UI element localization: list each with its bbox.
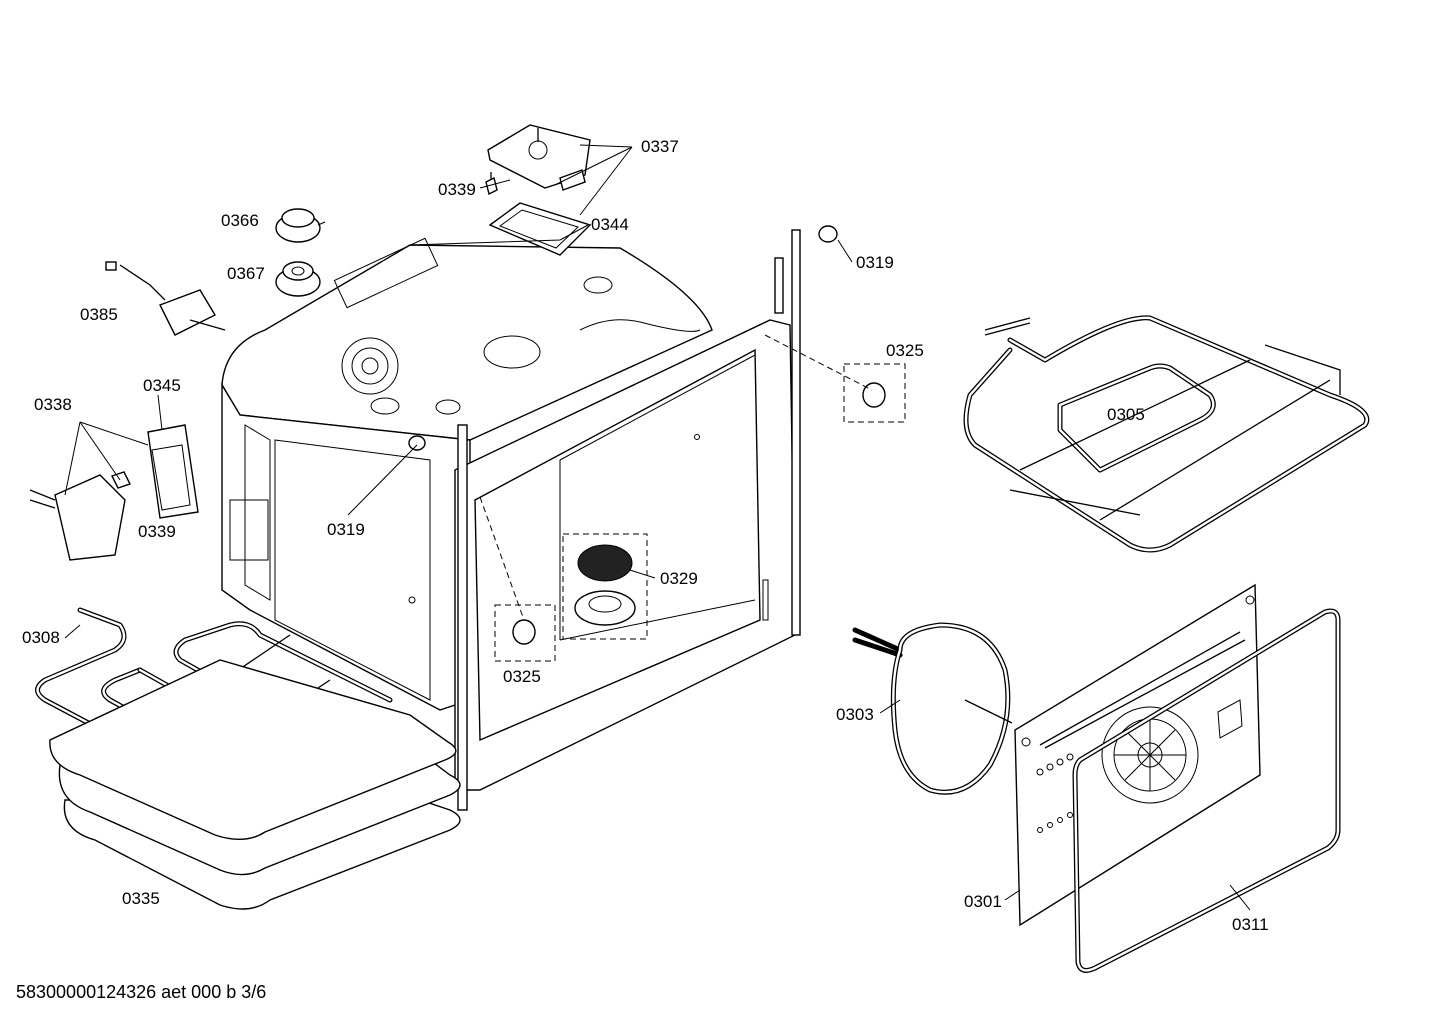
part-0345-lamp-cover <box>147 424 199 519</box>
part-0303-circular-heating-element <box>852 622 1013 795</box>
part-0301-back-panel <box>1014 583 1261 927</box>
part-0366-knob <box>275 208 321 243</box>
label-0338: 0338 <box>34 395 72 414</box>
label-0366: 0366 <box>221 211 259 230</box>
part-0367-knob <box>275 261 321 297</box>
label-0308: 0308 <box>22 628 60 647</box>
label-0367: 0367 <box>227 264 265 283</box>
part-0311-door-seal <box>1072 608 1341 973</box>
label-0344: 0344 <box>591 215 629 234</box>
document-reference: 58300000124326 aet 000 b 3/6 <box>16 982 266 1002</box>
label-0339-left: 0339 <box>138 522 176 541</box>
part-0337-motor-bracket <box>487 124 591 191</box>
part-0305-top-heating-element <box>963 315 1370 553</box>
part-0335-insulation-mat <box>49 659 461 910</box>
part-0338-thermostat <box>29 474 126 561</box>
part-0385-switch <box>105 261 226 336</box>
label-0319-mid: 0319 <box>327 520 365 539</box>
label-0329: 0329 <box>660 569 698 588</box>
label-0305: 0305 <box>1107 405 1145 424</box>
label-0339-top: 0339 <box>438 180 476 199</box>
label-0325-right: 0325 <box>886 341 924 360</box>
part-labels: 0337 0339 0344 0366 0367 0319 0385 0325 … <box>22 137 1269 934</box>
part-0319-mid-lamp <box>408 435 426 451</box>
label-0301: 0301 <box>964 892 1002 911</box>
label-0325-mid: 0325 <box>503 667 541 686</box>
label-0385: 0385 <box>80 305 118 324</box>
part-0339-top-sensor <box>485 172 498 196</box>
leader-lines <box>64 144 1251 911</box>
label-0335: 0335 <box>122 889 160 908</box>
label-0319-right: 0319 <box>856 253 894 272</box>
label-0311: 0311 <box>1232 915 1269 934</box>
label-0337: 0337 <box>641 137 679 156</box>
part-0319-right-lamp <box>818 225 838 243</box>
part-0339-left-sensor <box>111 471 131 489</box>
part-0325-mid-lamp-box <box>479 496 556 662</box>
label-0303: 0303 <box>836 705 874 724</box>
part-0329-fan-filter <box>562 533 648 640</box>
label-0345: 0345 <box>143 376 181 395</box>
part-0325-right-lamp-box <box>764 334 906 423</box>
